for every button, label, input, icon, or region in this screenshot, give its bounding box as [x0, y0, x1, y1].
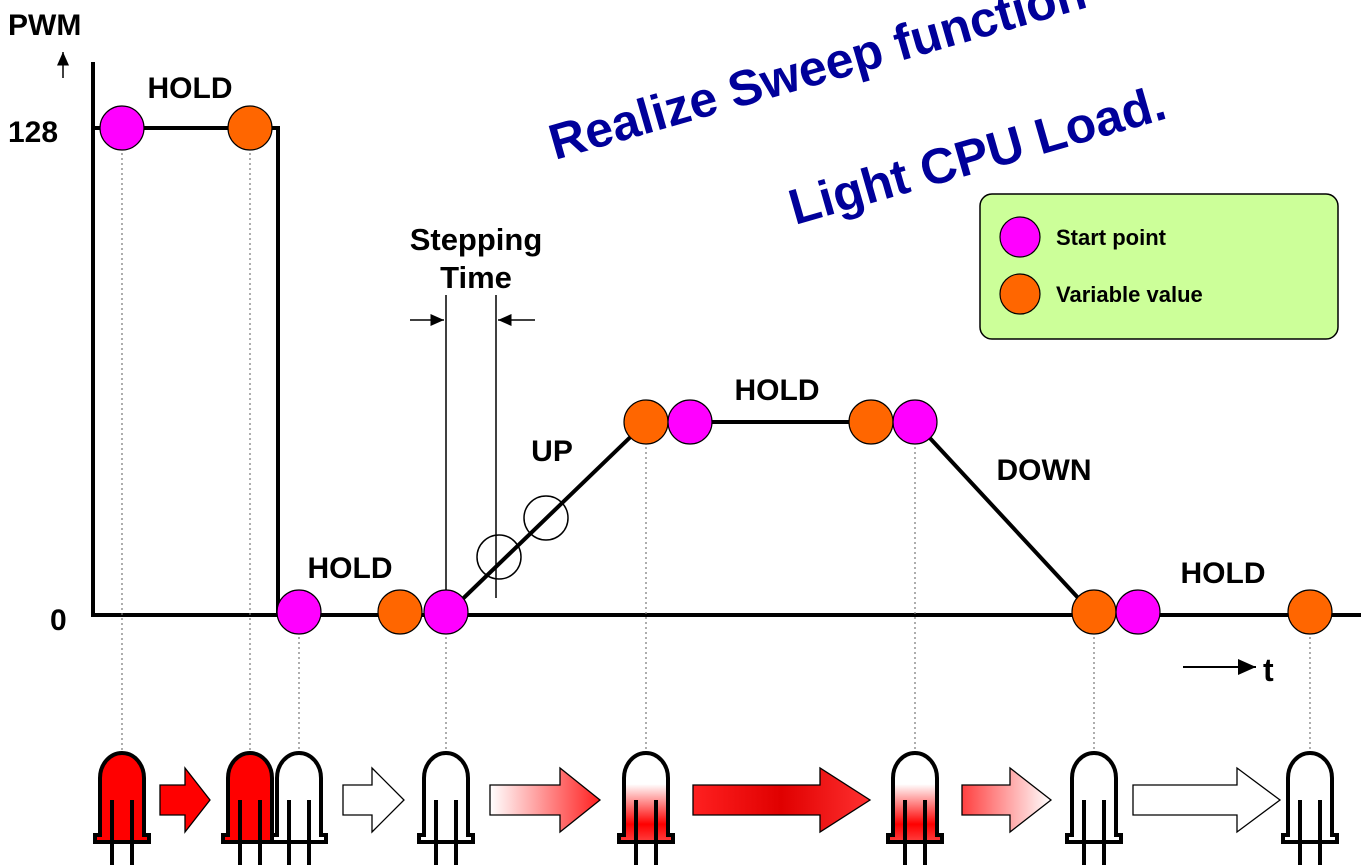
hold-label-low: HOLD: [308, 552, 393, 585]
start-point: [892, 399, 938, 445]
variable-point: [848, 399, 894, 445]
transition-arrows: [159, 766, 1282, 834]
legend-start-icon: [999, 216, 1041, 258]
down-label: DOWN: [997, 454, 1092, 487]
led-icon: [270, 751, 328, 865]
legend-variable-icon: [999, 273, 1041, 315]
variable-point: [623, 399, 669, 445]
legend-variable-label: Variable value: [1056, 282, 1203, 307]
led-icon: [1281, 751, 1339, 865]
hold-label-mid: HOLD: [735, 374, 820, 407]
hold-label-top: HOLD: [148, 72, 233, 105]
led-icon: [1065, 751, 1123, 865]
stepping-time: Stepping Time: [410, 222, 569, 612]
stepping-label-2: Time: [440, 260, 512, 295]
legend-start-label: Start point: [1056, 225, 1167, 250]
start-point: [423, 589, 469, 635]
drop-lines: [121, 128, 1311, 770]
variable-point: [1071, 589, 1117, 635]
x-axis-label: t: [1263, 652, 1274, 688]
led-body: [617, 751, 675, 844]
variable-point: [377, 589, 423, 635]
led-icon: [221, 751, 279, 865]
step-circle-1: [476, 534, 522, 580]
y-tick-128: 128: [8, 116, 58, 149]
led-row: [93, 751, 1339, 865]
led-body: [417, 751, 475, 844]
region-labels: HOLD HOLD UP HOLD DOWN HOLD: [148, 72, 1266, 590]
start-point: [99, 105, 145, 151]
waveform-segment-high: [122, 126, 420, 617]
led-body: [1065, 751, 1123, 844]
legend: Start point Variable value: [979, 193, 1339, 340]
stepping-label-1: Stepping: [410, 222, 543, 257]
hold-label-end: HOLD: [1181, 557, 1266, 590]
transition-arrow-icon: [159, 766, 211, 834]
y-tick-0: 0: [50, 604, 67, 637]
led-body: [270, 751, 328, 844]
led-icon: [617, 751, 675, 865]
pwm-waveform: [93, 126, 1096, 617]
led-body: [93, 751, 151, 844]
up-label: UP: [531, 435, 573, 468]
led-body: [1281, 751, 1339, 844]
waveform-sweep: [444, 420, 1096, 617]
led-icon: [417, 751, 475, 865]
led-icon: [886, 751, 944, 865]
legend-box: [979, 193, 1339, 340]
start-point: [276, 589, 322, 635]
led-body: [886, 751, 944, 844]
transition-arrow-icon: [961, 766, 1053, 834]
y-axis-label: PWM: [8, 9, 81, 42]
transition-arrow-icon: [1132, 766, 1282, 834]
step-circle-2: [523, 495, 569, 541]
transition-arrow-icon: [489, 766, 602, 834]
start-point: [667, 399, 713, 445]
points: [99, 105, 1333, 635]
led-body: [221, 751, 279, 844]
transition-arrow-icon: [692, 766, 872, 834]
start-point: [1115, 589, 1161, 635]
variable-point: [227, 105, 273, 151]
variable-point: [1287, 589, 1333, 635]
led-icon: [93, 751, 151, 865]
transition-arrow-icon: [342, 766, 405, 834]
